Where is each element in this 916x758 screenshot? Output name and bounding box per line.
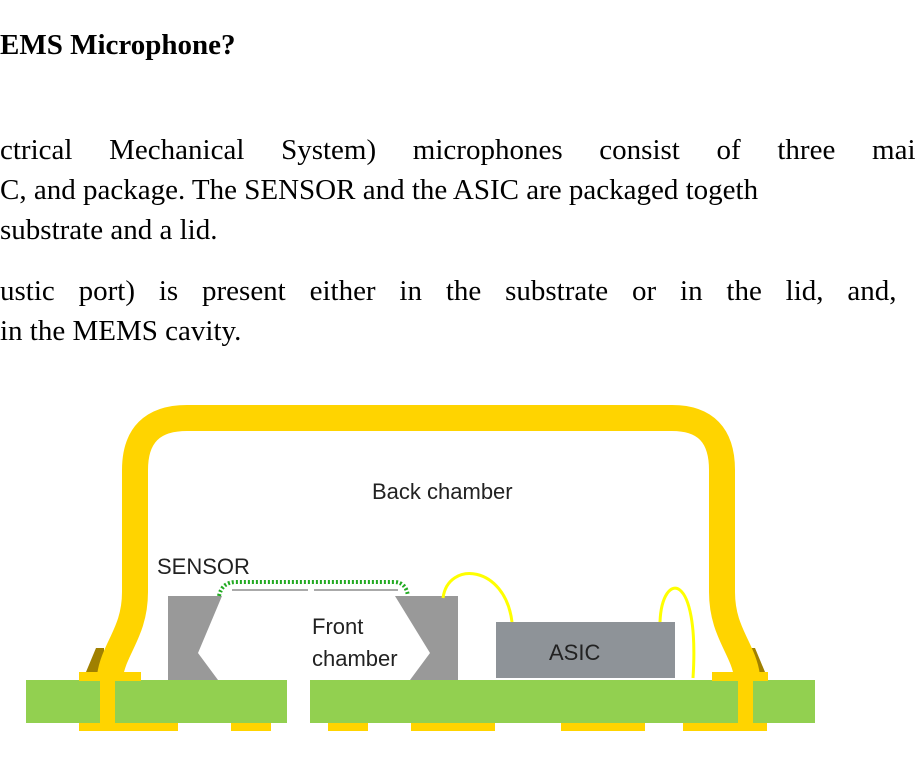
sensor-left-wall [168, 596, 222, 680]
front-chamber-label: Front [312, 614, 363, 639]
substrate-right [310, 680, 815, 723]
front-chamber-label: chamber [312, 646, 398, 671]
paragraph-line: ctrical Mechanical System) microphones c… [0, 134, 916, 166]
back-chamber-label: Back chamber [372, 479, 513, 504]
paragraph-line: ustic port) is present either in the sub… [0, 275, 916, 307]
via-left [100, 676, 115, 731]
asic-label: ASIC [549, 640, 600, 665]
sensor-right-wall [395, 596, 458, 680]
section-heading: EMS Microphone? [0, 29, 236, 61]
lid [97, 405, 760, 679]
paragraph-line: C, and package. The SENSOR and the ASIC … [0, 174, 759, 206]
paragraph-line: in the MEMS cavity. [0, 315, 242, 347]
bond-wire [441, 572, 514, 623]
asic-chip [496, 622, 675, 678]
substrate-pads [79, 722, 767, 731]
sensor-label: SENSOR [157, 554, 250, 579]
substrate-left [26, 680, 287, 723]
backplate [217, 580, 410, 597]
via-right [738, 676, 753, 731]
lid-foot-left [79, 672, 141, 681]
paragraph-line: substrate and a lid. [0, 214, 218, 246]
bond-wire [658, 586, 696, 679]
